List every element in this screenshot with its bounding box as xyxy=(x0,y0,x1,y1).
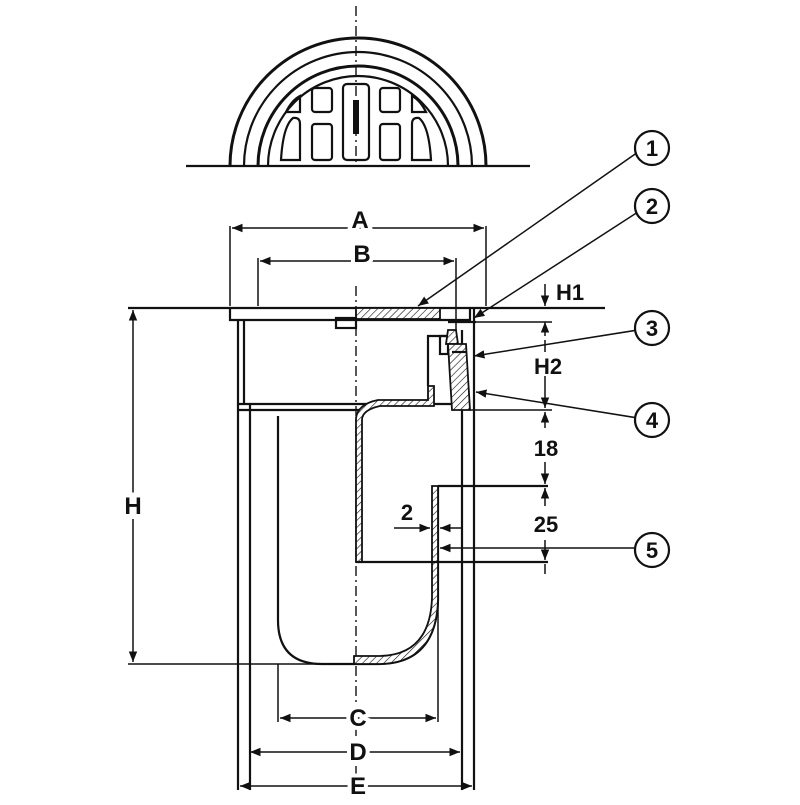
grating-lug xyxy=(334,316,358,330)
callout-4: 4 xyxy=(633,401,671,439)
callout-1: 1 xyxy=(633,129,671,167)
dim-D-label: D xyxy=(349,739,366,766)
callout-2-leader xyxy=(473,211,639,319)
grating-plate-inner xyxy=(266,74,450,167)
callout-3-circle xyxy=(633,309,671,347)
slot-right-edge xyxy=(410,116,433,162)
callout-1-circle xyxy=(633,129,671,167)
dim-B-label: B xyxy=(353,241,370,268)
grating-top-view xyxy=(186,6,530,168)
dimension-lines xyxy=(128,223,552,791)
frame-flange xyxy=(228,308,472,322)
dim-A-label: A xyxy=(351,207,368,234)
slot-left-top xyxy=(284,94,302,114)
slot-left-edge xyxy=(279,116,302,162)
callout-1-number: 1 xyxy=(646,136,658,161)
receiver-left-wall xyxy=(236,320,470,406)
bell-neck xyxy=(426,334,448,386)
slot-right-top xyxy=(410,94,428,114)
callout-2-number: 2 xyxy=(646,194,658,219)
dim-E-label: E xyxy=(350,773,366,800)
callout-4-number: 4 xyxy=(646,408,659,433)
dim-18-label: 18 xyxy=(534,436,558,461)
callout-4-leader xyxy=(475,389,639,419)
callout-2: 2 xyxy=(633,187,671,225)
center-slot xyxy=(341,82,371,162)
grating-outer-rim xyxy=(228,36,488,167)
slot-upper-left xyxy=(310,86,334,114)
callout-3: 3 xyxy=(633,309,671,347)
callout-1-leader xyxy=(417,151,639,307)
gasket-section xyxy=(447,343,471,411)
dim-2-label: 2 xyxy=(401,500,413,525)
slot-lower-right xyxy=(378,122,402,162)
grating-plate-edge xyxy=(256,64,460,167)
dimension-labels: A B C D E H H1 H2 18 25 2 xyxy=(119,203,584,804)
callout-2-circle xyxy=(633,187,671,225)
dim-H-label: H xyxy=(124,493,141,520)
callout-4-circle xyxy=(633,401,671,439)
trap-cup-wall-section xyxy=(353,485,439,665)
dim-H1-label: H1 xyxy=(556,280,584,305)
callout-3-leader xyxy=(473,329,639,359)
callout-3-number: 3 xyxy=(646,316,658,341)
slot-lower-left xyxy=(310,122,334,162)
section-view xyxy=(128,286,605,790)
slot-upper-right xyxy=(378,86,402,114)
callouts: 1 2 3 4 5 xyxy=(417,129,671,569)
dim-H2-label: H2 xyxy=(534,354,562,379)
center-slot-bar xyxy=(353,100,359,134)
dim-25-label: 25 xyxy=(534,512,558,537)
grating-inner-rim xyxy=(242,50,474,167)
grating-slots xyxy=(279,82,433,162)
callout-5: 5 xyxy=(633,531,671,569)
grating-section xyxy=(355,307,441,320)
packing-ring-section xyxy=(444,329,460,345)
bell-section xyxy=(355,385,435,563)
callout-5-circle xyxy=(633,531,671,569)
callout-5-number: 5 xyxy=(646,538,658,563)
dim-C-label: C xyxy=(349,705,366,732)
